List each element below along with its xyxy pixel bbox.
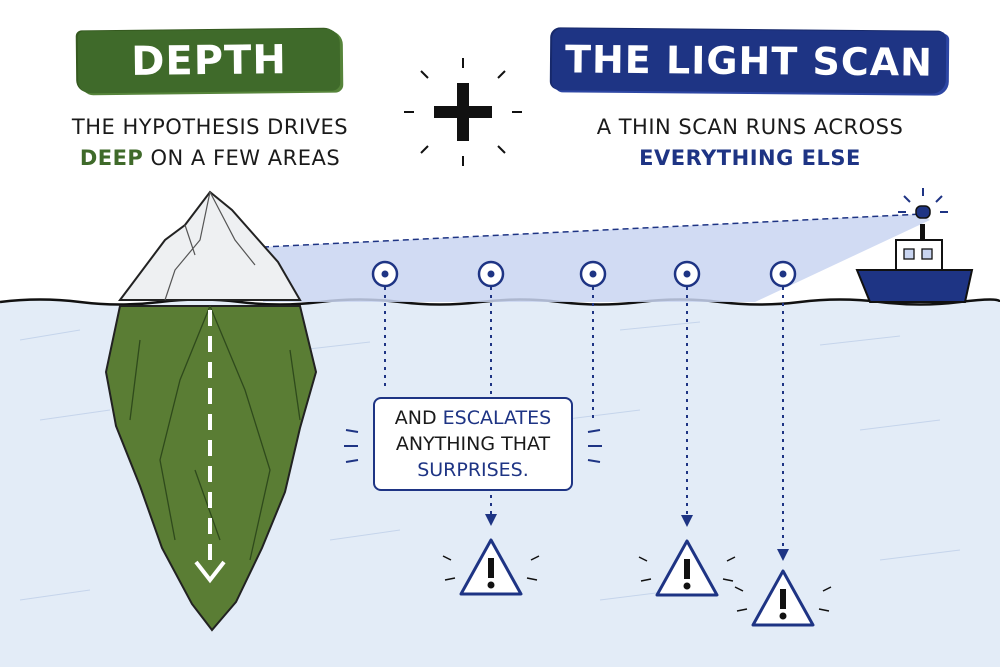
target-icon <box>769 260 797 288</box>
surprises-highlight: SURPRISES. <box>417 459 529 481</box>
depth-arrow-head-icon <box>194 560 226 584</box>
depth-subtitle-line2-rest: ON A FEW AREAS <box>143 146 341 170</box>
light-scan-title: THE LIGHT SCAN <box>564 37 934 85</box>
warning-icon <box>442 538 540 596</box>
warning-icon <box>734 569 832 627</box>
iceberg-underwater-facets <box>129 305 301 561</box>
callout-emphasis-marks <box>344 429 602 463</box>
light-scan-subtitle-line1: A THIN SCAN RUNS ACROSS <box>596 115 904 139</box>
light-scan-subtitle: A THIN SCAN RUNS ACROSS EVERYTHING ELSE <box>560 112 940 174</box>
scan-beam <box>263 214 930 302</box>
target-icon <box>579 260 607 288</box>
light-scan-title-banner: THE LIGHT SCAN <box>551 28 947 94</box>
target-icon <box>477 260 505 288</box>
everything-else-highlight: EVERYTHING ELSE <box>639 146 861 170</box>
plus-icon <box>404 58 522 166</box>
callout-line2: ANYTHING THAT <box>395 433 551 455</box>
deep-highlight: DEEP <box>79 146 144 170</box>
depth-title: DEPTH <box>130 37 288 85</box>
water-hatching <box>19 321 961 601</box>
target-icon <box>371 260 399 288</box>
iceberg-tip-shading <box>164 191 256 301</box>
probe-arrowheads <box>485 514 789 561</box>
callout-line1-plain: AND <box>394 407 443 429</box>
warning-icon <box>638 539 736 597</box>
depth-subtitle-line1: THE HYPOTHESIS DRIVES <box>71 115 349 139</box>
depth-subtitle: THE HYPOTHESIS DRIVES DEEP ON A FEW AREA… <box>50 112 370 174</box>
beacon-light-icon <box>898 188 948 219</box>
boat-icon <box>855 224 974 303</box>
escalates-highlight: ESCALATES <box>442 407 552 429</box>
escalation-callout: AND ESCALATES ANYTHING THAT SURPRISES. <box>373 397 573 491</box>
depth-subtitle-line2: DEEP ON A FEW AREAS <box>50 143 370 174</box>
callout-line1: AND ESCALATES <box>375 405 571 431</box>
depth-title-banner: DEPTH <box>77 28 341 94</box>
iceberg-tip <box>118 190 302 301</box>
target-icon <box>673 260 701 288</box>
